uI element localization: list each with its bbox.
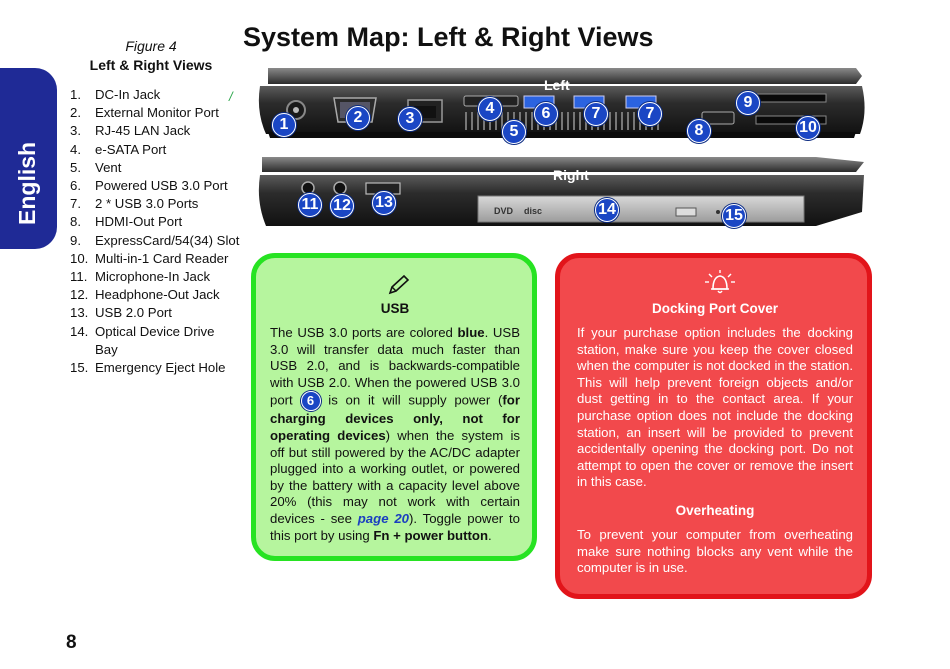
disc-logo: disc xyxy=(524,206,542,216)
figure-title: Left & Right Views xyxy=(89,57,213,73)
right-view-label: Right xyxy=(553,167,589,183)
marker-10: 10 xyxy=(796,116,820,140)
legend-item: 8.HDMI-Out Port xyxy=(70,214,183,230)
inline-marker-6: 6 xyxy=(300,391,321,412)
overheating-body: To prevent your computer from overheatin… xyxy=(577,527,853,576)
dvd-logo: DVD xyxy=(494,206,514,216)
legend-item: 10.Multi-in-1 Card Reader xyxy=(70,250,229,266)
right-view: DVD disc xyxy=(258,157,864,226)
marker-1: 1 xyxy=(272,113,296,137)
usb-note-body: The USB 3.0 ports are colored blue. USB … xyxy=(270,325,520,543)
docking-note-heading: Docking Port Cover xyxy=(651,301,779,316)
legend-item: 14.Optical Device Drive Bay xyxy=(70,323,215,357)
legend-item: 9.ExpressCard/54(34) Slot xyxy=(70,232,240,248)
legend-item: 1.DC-In Jack xyxy=(70,87,161,102)
legend-item: 13.USB 2.0 Port xyxy=(70,305,172,321)
marker-11: 11 xyxy=(298,193,322,217)
legend-item: 11.Microphone-In Jack xyxy=(70,269,211,285)
marker-14: 14 xyxy=(595,198,619,222)
slash-mark: / xyxy=(229,89,233,104)
marker-7b: 7 xyxy=(638,102,662,126)
marker-3: 3 xyxy=(398,107,422,131)
left-view-label: Left xyxy=(544,77,570,93)
figure-number: Figure 4 xyxy=(125,38,177,54)
page-20-link[interactable]: page 20 xyxy=(357,510,409,526)
docking-note-body: If your purchase option includes the doc… xyxy=(577,325,853,490)
pen-icon xyxy=(387,274,411,301)
marker-7a: 7 xyxy=(584,102,608,126)
marker-2: 2 xyxy=(346,106,370,130)
legend-item: 12.Headphone-Out Jack xyxy=(70,287,220,303)
overheating-heading: Overheating xyxy=(675,503,755,518)
docking-note-callout: Docking Port Cover If your purchase opti… xyxy=(555,253,872,599)
legend-item: 7.2 * USB 3.0 Ports xyxy=(70,196,199,212)
legend-item: 3.RJ-45 LAN Jack xyxy=(70,123,191,139)
legend-item: 5.Vent xyxy=(70,159,122,175)
language-tab-label: English xyxy=(14,141,40,225)
marker-4: 4 xyxy=(478,97,502,121)
marker-5: 5 xyxy=(502,120,526,144)
page-title: System Map: Left & Right Views xyxy=(243,22,654,52)
marker-9: 9 xyxy=(736,91,760,115)
marker-12: 12 xyxy=(330,194,354,218)
usb-note-heading: USB xyxy=(380,301,410,316)
port-legend: 1.DC-In Jack 2.External Monitor Port 3.R… xyxy=(70,86,240,377)
legend-item: 6.Powered USB 3.0 Port xyxy=(70,178,228,194)
marker-6: 6 xyxy=(534,102,558,126)
language-tab: English xyxy=(0,68,57,249)
alarm-bell-icon xyxy=(703,269,737,300)
marker-8: 8 xyxy=(687,119,711,143)
page-number: 8 xyxy=(66,632,77,653)
usb-note-callout: USB The USB 3.0 ports are colored blue. … xyxy=(251,253,537,561)
legend-item: 4.e-SATA Port xyxy=(70,141,167,157)
marker-13: 13 xyxy=(372,191,396,215)
system-map-illustration: DVD disc Left Right 1 2 3 4 5 6 7 7 8 9 … xyxy=(256,62,868,234)
marker-15: 15 xyxy=(722,204,746,228)
legend-item: 2.External Monitor Port xyxy=(70,105,219,121)
legend-item: 15.Emergency Eject Hole xyxy=(70,360,226,376)
